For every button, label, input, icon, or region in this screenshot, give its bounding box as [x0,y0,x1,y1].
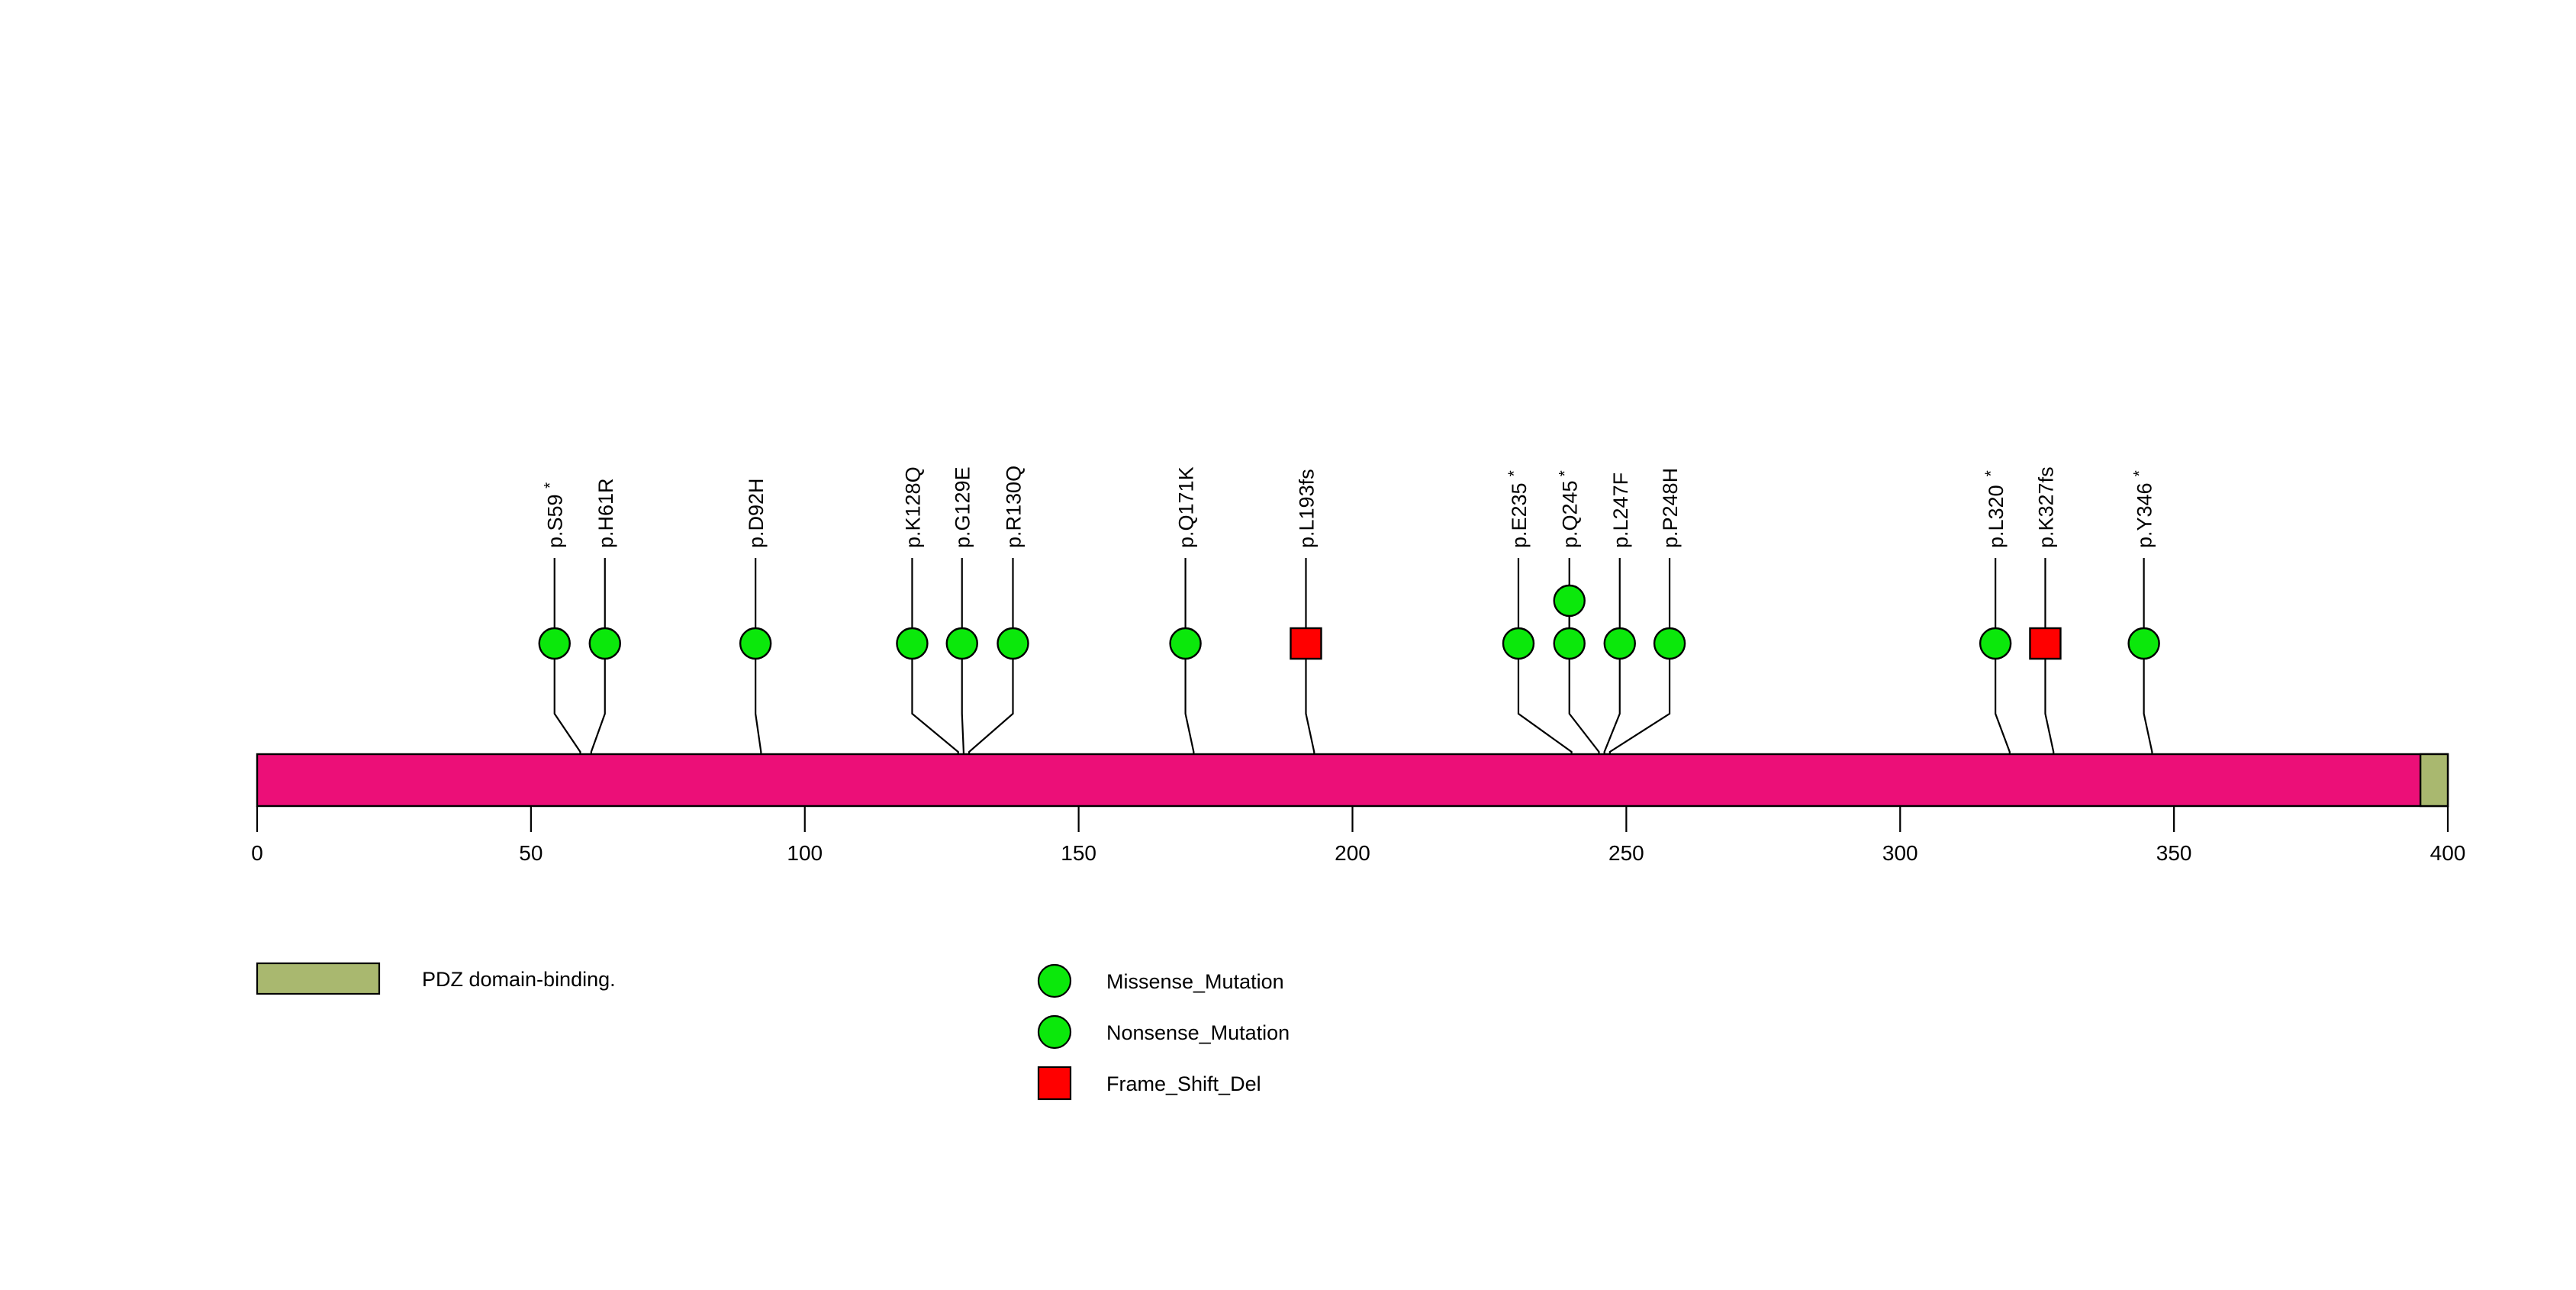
mutation-label-group-1: p.H61R [594,478,617,548]
axis-tick-label-300: 300 [1882,841,1918,865]
protein-backbone-layer: PDZ domain-binding. [256,753,2449,808]
axis-tick-label-350: 350 [2156,841,2192,865]
legend-mutation-label-2: Frame_Shift_Del [1106,1072,1261,1095]
protein-domain-0[interactable]: PDZ domain-binding. [2419,753,2449,808]
mutation-label-group-4: p.G129E [952,466,974,548]
mutation-marker-circle-3-0[interactable]: p.K128Q — Missense_Mutation [896,627,929,660]
mutation-label-12: p.L320 [1985,485,2008,548]
axis-tick-label-150: 150 [1061,841,1096,865]
mutation-marker-square-7-0[interactable]: p.L193fs — Frame_Shift_Del [1290,627,1322,660]
mutation-label-star-9: * [1557,470,1574,476]
mutation-label-group-12: p.L320 * [1982,470,2008,548]
mutation-marker-circle-9-0[interactable]: p.Q245* — Nonsense_Mutation [1553,627,1586,660]
axis-tick-label-0: 0 [251,841,263,865]
mutation-label-group-2: p.D92H [745,478,768,548]
mutation-label-4: p.G129E [952,466,974,548]
mutation-label-star-14: * [2131,470,2149,476]
mutation-label-2: p.D92H [745,478,768,548]
mutation-label-3: p.K128Q [901,466,924,548]
mutation-marker-circle-14-0[interactable]: p.Y346* — Nonsense_Mutation [2127,627,2160,660]
axis-layer: 0 50 100 150 200 250 300 350 400 [251,806,2465,865]
legend-domain-label-0: PDZ domain-binding. [422,968,616,991]
axis-tick-label-50: 50 [519,841,543,865]
mutation-label-star-8: * [1505,470,1523,476]
mutation-label-14: p.Y346 [2133,482,2156,548]
mutation-label-group-9: p.Q245 * [1557,470,1582,548]
mutation-label-group-7: p.L193fs [1295,469,1318,548]
mutation-label-group-5: p.R130Q [1002,466,1025,548]
mutation-marker-circle-4-0[interactable]: p.G129E — Missense_Mutation [945,627,978,660]
legend-mutation-swatch-circle-1 [1037,1014,1072,1050]
mutation-marker-circle-1-0[interactable]: p.H61R — Missense_Mutation [588,627,621,660]
legend-domain-swatch-0 [256,962,381,995]
protein-backbone [256,753,2449,808]
axis-tick-label-200: 200 [1335,841,1370,865]
mutation-marker-circle-11-0[interactable]: p.P248H — Missense_Mutation [1653,627,1686,660]
mutation-label-8: p.E235 [1508,482,1531,548]
mutation-label-0: p.S59 [544,494,567,548]
mutation-label-6: p.Q171K [1175,466,1198,548]
mutation-marker-circle-8-0[interactable]: p.E235* — Nonsense_Mutation [1502,627,1535,660]
axis-tick-label-400: 400 [2430,841,2466,865]
axis-tick-label-250: 250 [1608,841,1644,865]
mutation-label-group-10: p.L247F [1609,472,1632,548]
mutation-marker-square-13-0[interactable]: p.K327fs — Frame_Shift_Del [2029,627,2062,660]
mutation-label-10: p.L247F [1609,472,1632,548]
mutation-label-star-0: * [542,482,559,489]
legend-mutation-label-1: Nonsense_Mutation [1106,1021,1290,1044]
mutation-label-1: p.H61R [594,478,617,548]
mutation-label-group-11: p.P248H [1659,468,1682,548]
mutation-marker-circle-12-0[interactable]: p.L320* — Nonsense_Mutation [1979,627,2012,660]
axis-tick-label-100: 100 [787,841,823,865]
mutation-label-7: p.L193fs [1295,469,1318,548]
mutation-label-group-13: p.K327fs [2034,466,2057,548]
mutation-marker-circle-5-0[interactable]: p.R130Q — Missense_Mutation [997,627,1029,660]
legend-layer: PDZ domain-binding. Missense_MutationNons… [256,962,1290,1101]
mutation-label-group-14: p.Y346 * [2131,470,2156,548]
mutation-marker-circle-2-0[interactable]: p.D92H — Missense_Mutation [739,627,772,660]
legend-mutation-swatch-square-2 [1037,1066,1072,1101]
mutation-marker-circle-9-1[interactable]: p.Q245* — Nonsense_Mutation [1553,584,1586,618]
mutation-label-13: p.K327fs [2034,466,2057,548]
legend-mutation-swatch-circle-0 [1037,963,1072,998]
mutation-marker-circle-6-0[interactable]: p.Q171K — Missense_Mutation [1169,627,1202,660]
mutation-label-group-6: p.Q171K [1175,466,1198,548]
mutation-marker-circle-0-0[interactable]: p.S59* — Nonsense_Mutation [538,627,571,660]
mutation-label-group-3: p.K128Q [901,466,924,548]
mutation-label-group-0: p.S59 * [542,482,567,548]
mutation-label-group-8: p.E235 * [1505,470,1531,548]
mutation-marker-circle-10-0[interactable]: p.L247F — Missense_Mutation [1603,627,1636,660]
mutation-label-5: p.R130Q [1002,466,1025,548]
legend-mutation-label-0: Missense_Mutation [1106,970,1284,993]
mutation-label-11: p.P248H [1659,468,1682,548]
markers-layer: p.S59* — Nonsense_Mutation p.H61R — Misse… [538,584,2160,660]
mutation-label-9: p.Q245 [1559,480,1582,548]
mutation-labels-layer: p.S59 * p.H61R p.D92H p.K128Q p.G129E p.R130Q p… [542,466,2156,548]
mutation-label-star-12: * [1982,470,2000,476]
